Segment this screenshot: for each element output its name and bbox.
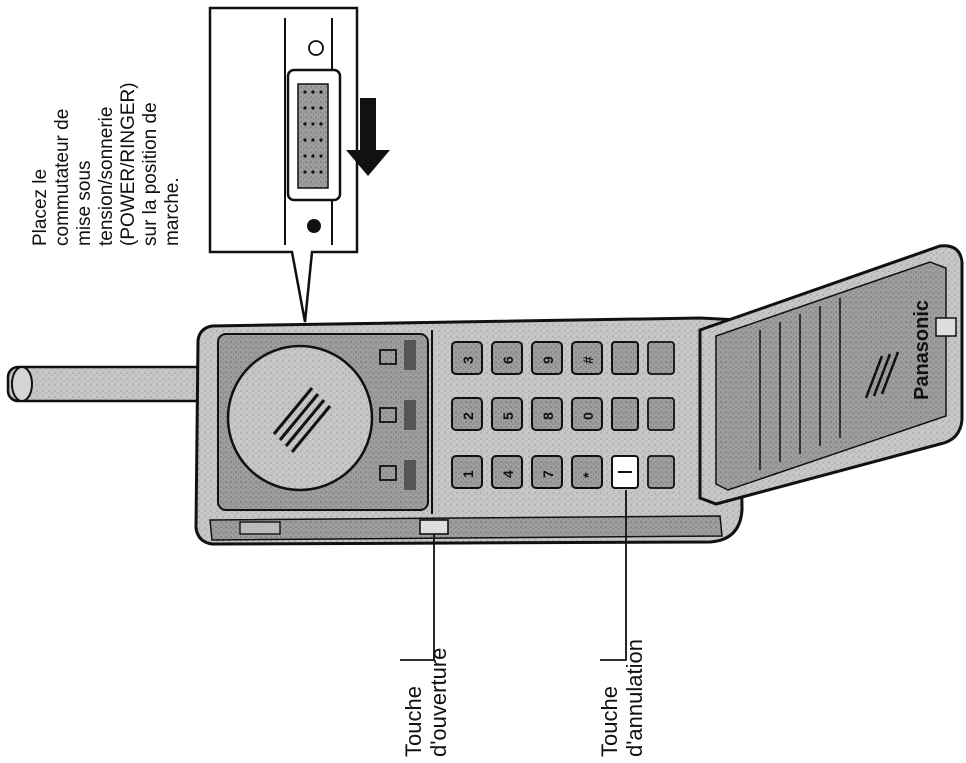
open-key-label-line1: Touche: [401, 686, 426, 757]
svg-text:3: 3: [460, 356, 476, 364]
leader-lines: [400, 490, 627, 661]
key-6[interactable]: 6: [491, 341, 523, 375]
power-switch-illustration: [284, 8, 480, 252]
status-indicators: [379, 340, 416, 490]
svg-text:8: 8: [540, 412, 556, 420]
callout-line-7: marche.: [162, 177, 183, 246]
function-key-6[interactable]: [647, 341, 675, 375]
label-cancel-key: Touche d'annulation: [597, 639, 647, 757]
callout-line-3: mise sous: [74, 160, 95, 246]
brand-logo: Panasonic: [911, 300, 933, 400]
svg-text:0: 0: [580, 412, 596, 420]
key-9[interactable]: 9: [531, 341, 563, 375]
svg-text:4: 4: [500, 470, 516, 478]
callout-line-5: (POWER/RINGER): [118, 82, 139, 246]
key-0[interactable]: 0: [571, 397, 603, 431]
keypad: 1 2 3 4 5 6 7 8 9 * 0 #: [451, 341, 675, 489]
svg-text:*: *: [580, 472, 596, 478]
svg-text:7: 7: [540, 470, 556, 478]
open-key-label-line2: d'ouverture: [426, 648, 451, 757]
callout-line-1: Placez le: [30, 169, 51, 246]
key-8[interactable]: 8: [531, 397, 563, 431]
microphone-grille-icon: [864, 351, 900, 399]
off-position-icon: [308, 40, 324, 56]
flip-cover[interactable]: Panasonic: [698, 244, 964, 506]
antenna: [6, 365, 210, 403]
svg-text:1: 1: [460, 470, 476, 478]
callout-line-4: tension/sonnerie: [96, 107, 117, 246]
key-star[interactable]: *: [571, 455, 603, 489]
key-7[interactable]: 7: [531, 455, 563, 489]
arrow-down-icon: [346, 98, 390, 176]
svg-text:2: 2: [460, 412, 476, 420]
on-position-icon: [307, 219, 321, 233]
key-5[interactable]: 5: [491, 397, 523, 431]
key-2[interactable]: 2: [451, 397, 483, 431]
key-1[interactable]: 1: [451, 455, 483, 489]
callout-line-6: sur la position de: [140, 102, 161, 246]
cancel-key-label-line2: d'annulation: [622, 639, 647, 757]
svg-text:5: 5: [500, 412, 516, 420]
cancel-key-label-line1: Touche: [597, 686, 622, 757]
key-4[interactable]: 4: [491, 455, 523, 489]
open-key[interactable]: [419, 519, 449, 535]
function-key-3[interactable]: [611, 341, 639, 375]
svg-text:#: #: [580, 356, 596, 364]
handset-body: [194, 316, 744, 546]
svg-text:6: 6: [500, 356, 516, 364]
svg-text:9: 9: [540, 356, 556, 364]
speaker-grille-icon: [272, 387, 332, 453]
function-key-2[interactable]: [611, 397, 639, 431]
function-key-5[interactable]: [647, 397, 675, 431]
label-open-key: Touche d'ouverture: [401, 648, 451, 757]
callout-line-2: commutateur de: [52, 109, 73, 246]
cancel-key[interactable]: [611, 455, 639, 489]
key-3[interactable]: 3: [451, 341, 483, 375]
function-key-4[interactable]: [647, 455, 675, 489]
key-hash[interactable]: #: [571, 341, 603, 375]
side-slot: [239, 521, 281, 535]
